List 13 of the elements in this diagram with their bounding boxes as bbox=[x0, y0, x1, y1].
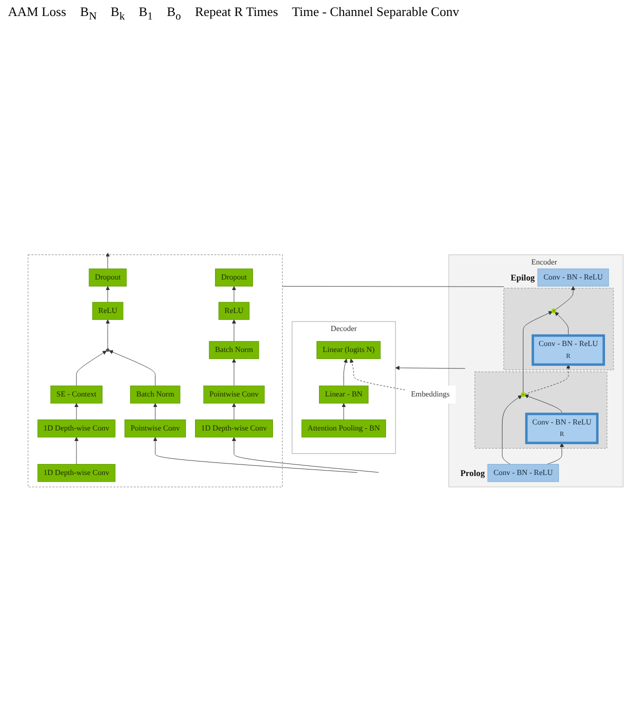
sum-circle bbox=[106, 348, 110, 352]
sum-circle bbox=[520, 392, 526, 397]
diagram-label: Time - Channel Separable Conv bbox=[292, 4, 460, 21]
diagram-label: B$_{N}$ bbox=[80, 4, 97, 23]
side-label: Epilog bbox=[510, 272, 535, 282]
diagram-label: AAM Loss bbox=[8, 4, 66, 21]
side-label: Prolog bbox=[460, 467, 485, 478]
diagram-label: B$_{k}$ bbox=[110, 4, 125, 23]
connector-line bbox=[282, 286, 504, 287]
diagram-label: Repeat R Times bbox=[194, 4, 278, 21]
diagram-label: B$_{o}$ bbox=[166, 4, 181, 23]
diagram-label: B$_{1}$ bbox=[138, 4, 153, 23]
sum-circle bbox=[551, 308, 556, 313]
